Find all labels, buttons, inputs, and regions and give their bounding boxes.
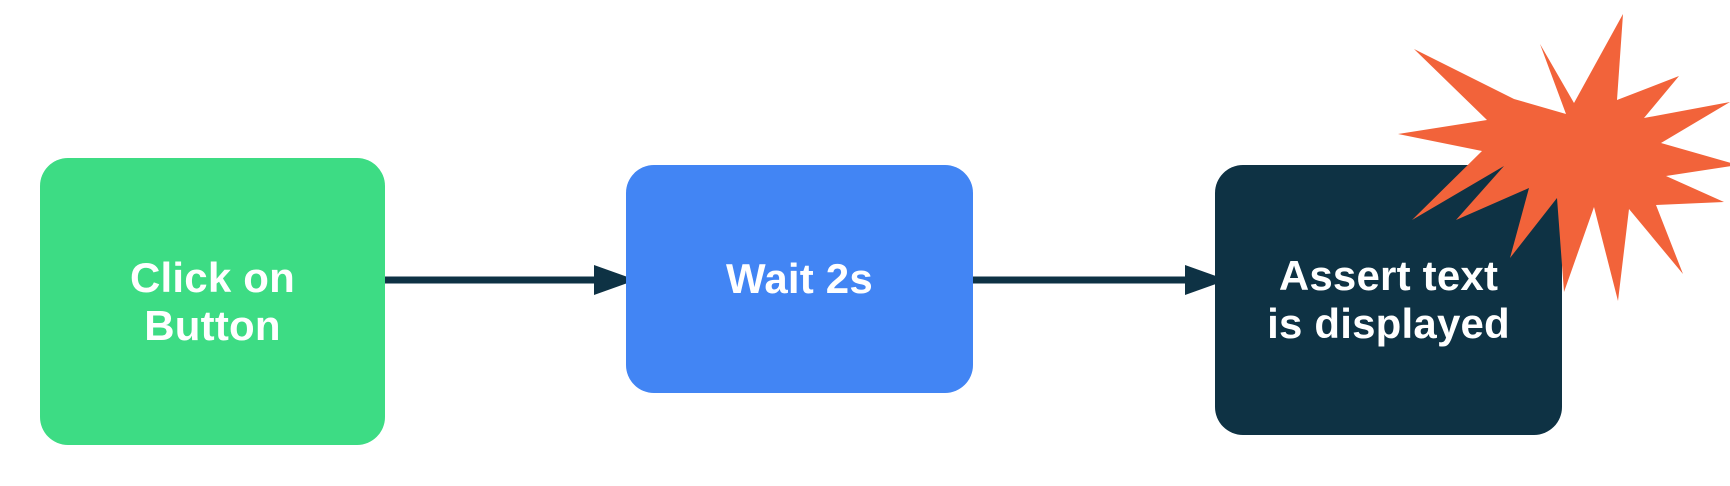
node-wait-2s-label: Wait 2s: [726, 255, 873, 303]
node-assert-text-is-displayed-label: Assert text is displayed: [1267, 252, 1510, 347]
node-wait-2s[interactable]: Wait 2s: [626, 165, 973, 393]
connector-click-to-wait: [346, 260, 636, 300]
node-click-on-button[interactable]: Click on Button: [40, 158, 385, 445]
connector-wait-to-assert: [932, 260, 1227, 300]
node-assert-text-is-displayed[interactable]: Assert text is displayed: [1215, 165, 1562, 435]
node-click-on-button-label: Click on Button: [130, 253, 295, 349]
